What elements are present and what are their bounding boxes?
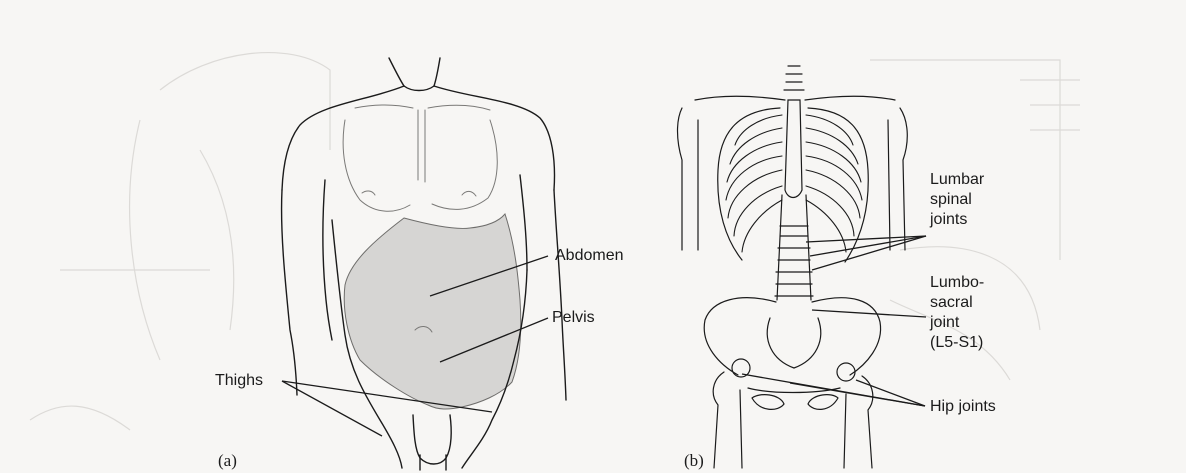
right-hip-joint — [837, 363, 855, 381]
left-femur-inner — [740, 390, 742, 468]
left-femur — [713, 372, 724, 468]
rib — [727, 142, 782, 182]
hip-leader-3 — [790, 383, 925, 406]
lumbosacral-leader — [812, 310, 926, 317]
rib — [806, 156, 862, 200]
rib — [806, 186, 854, 236]
abdomen-label: Abdomen — [555, 246, 624, 266]
lumbar-spinal-joints-label: Lumbar spinal joints — [930, 170, 1010, 230]
rib — [742, 200, 782, 252]
pelvis-left-ilium — [704, 298, 776, 375]
obturator-left — [752, 395, 784, 410]
rib — [726, 156, 782, 200]
pelvis-label: Pelvis — [552, 308, 595, 328]
rib — [730, 128, 782, 164]
label-line: joints — [930, 210, 1010, 230]
hip-leader-2 — [856, 380, 925, 406]
right-femur-inner — [844, 394, 846, 468]
rib — [734, 186, 782, 236]
rib — [806, 170, 860, 218]
label-line: sacral — [930, 293, 1010, 313]
rib — [806, 142, 861, 182]
right-humerus-inner — [888, 120, 890, 250]
left-clavicle — [695, 96, 785, 100]
right-humerus — [900, 108, 907, 250]
label-line: (L5-S1) — [930, 333, 1010, 353]
hip-joints-label: Hip joints — [930, 397, 996, 417]
thighs-label: Thighs — [215, 371, 263, 391]
obturator-right — [808, 395, 838, 410]
right-femur — [862, 376, 873, 468]
label-line: Lumbar — [930, 170, 1010, 190]
rib — [728, 170, 782, 218]
lumbosacral-joint-label: Lumbo- sacral joint (L5-S1) — [930, 273, 1010, 353]
cervical-spine — [784, 66, 804, 90]
panel-a-caption: (a) — [218, 451, 237, 471]
label-line: joint — [930, 313, 1010, 333]
label-line: spinal — [930, 190, 1010, 210]
rib — [806, 128, 858, 164]
lumbar-vertebrae — [775, 226, 813, 296]
right-clavicle — [805, 96, 895, 100]
rib — [806, 200, 846, 252]
panel-b-caption: (b) — [684, 451, 704, 471]
sternum-bone — [785, 100, 802, 198]
label-line: Lumbo- — [930, 273, 1010, 293]
sacrum — [767, 318, 820, 368]
left-humerus — [678, 108, 683, 250]
